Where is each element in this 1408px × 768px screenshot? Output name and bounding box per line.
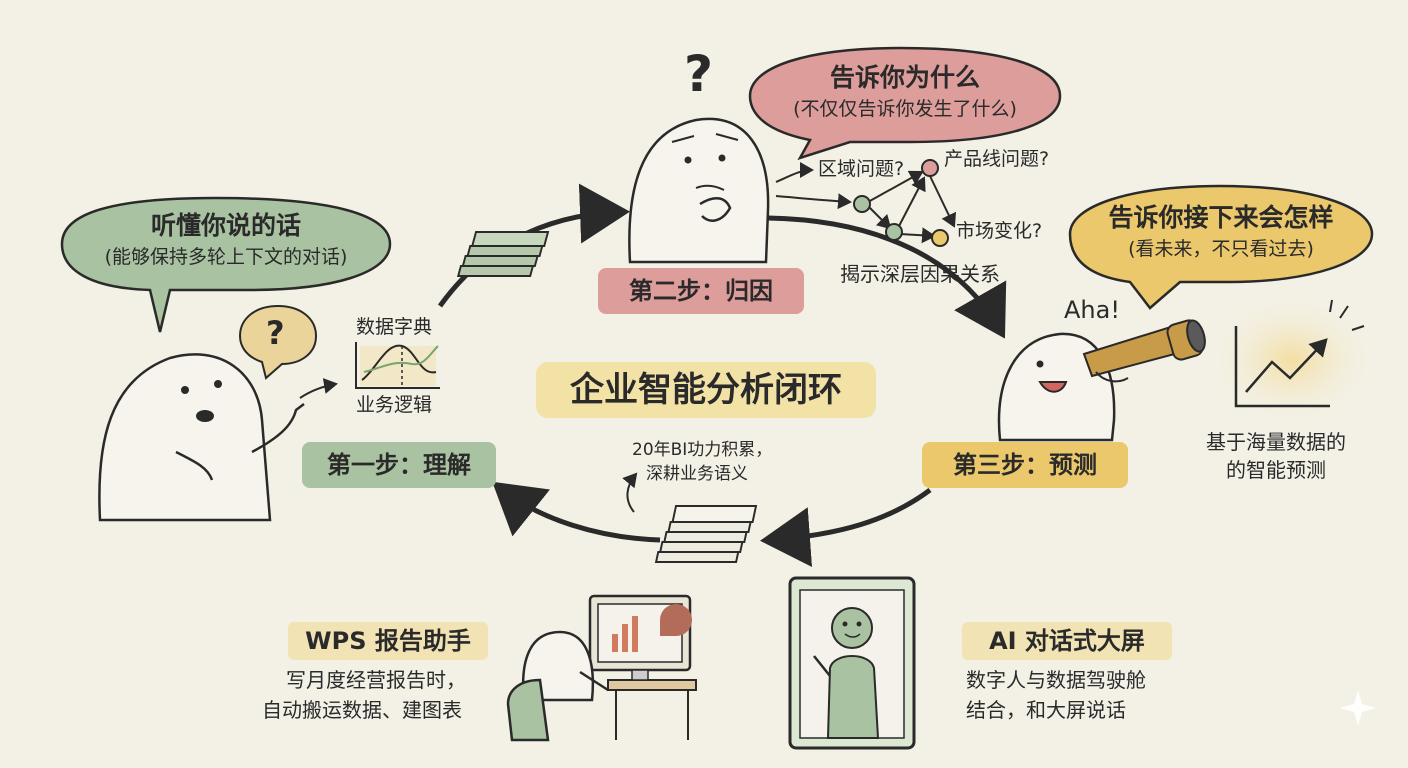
- bubble-understand-main: 听懂你说的话: [150, 211, 301, 240]
- figure-attribution: [628, 117, 770, 264]
- bubble-understand-sub: (能够保持多轮上下文的对话): [104, 246, 348, 268]
- node-market: [931, 229, 949, 247]
- feature-ai-screen-line1: 数字人与数据驾驶舱: [966, 668, 1146, 692]
- label-business-logic: 业务逻辑: [356, 394, 433, 416]
- feature-wps-line1: 写月度经营报告时，: [286, 668, 466, 692]
- mini-chart-business-logic: [355, 342, 440, 389]
- feature-wps-title: WPS 报告助手: [288, 622, 488, 660]
- label-prediction-line1: 基于海量数据的: [1206, 430, 1346, 454]
- bubble-question-small: [238, 304, 318, 380]
- bubble-why-sub: (不仅仅告诉你发生了什么): [793, 98, 1017, 120]
- document-stack-top: [456, 231, 550, 277]
- step-prediction: 第三步：预测: [922, 442, 1128, 488]
- feature-ai-screen-line2: 结合，和大屏说话: [966, 698, 1126, 722]
- label-data-dictionary: 数据字典: [356, 316, 433, 338]
- telescope-icon: [1082, 319, 1206, 383]
- bubble-why: [748, 46, 1062, 161]
- label-causal: 揭示深层因果关系: [840, 262, 1000, 286]
- feature-wps-line2: 自动搬运数据、建图表: [262, 698, 462, 722]
- trend-chart-icon: [1234, 299, 1365, 408]
- bubble-understand-text: 听懂你说的话 (能够保持多轮上下文的对话): [62, 206, 390, 269]
- label-bi-line2: 深耕业务语义: [646, 464, 748, 484]
- label-product-issue: 产品线问题?: [944, 148, 1050, 170]
- label-region-issue: 区域问题?: [818, 158, 905, 180]
- node-product: [921, 159, 939, 177]
- cycle-arrow-bottom-left: [492, 481, 661, 543]
- figure-understand: [98, 353, 305, 522]
- curved-arrow-up: [622, 472, 638, 513]
- cycle-arrow-bottom-right: [760, 487, 932, 568]
- ai-screen-scene: [788, 576, 916, 750]
- bubble-why-main: 告诉你为什么: [829, 63, 980, 92]
- bubble-understand: [60, 196, 392, 333]
- bubble-future-text: 告诉你接下来会怎样 (看未来，不只看过去): [1070, 198, 1372, 261]
- document-stack-bottom: [654, 505, 758, 563]
- computer-scene: [506, 594, 697, 742]
- node-middle: [885, 223, 903, 241]
- question-mark-small: ?: [266, 314, 285, 352]
- step-attribution: 第二步：归因: [598, 268, 804, 314]
- label-bi-line1: 20年BI功力积累，: [632, 440, 773, 460]
- bubble-future-main: 告诉你接下来会怎样: [1108, 203, 1334, 232]
- question-mark-top: ?: [684, 45, 714, 103]
- label-aha: Aha!: [1064, 296, 1120, 324]
- cycle-arrow-right-down: [767, 215, 1007, 339]
- bubble-future: [1068, 184, 1374, 310]
- sparkle-icon: [1340, 690, 1376, 726]
- causal-network: [775, 162, 957, 244]
- feature-ai-screen-title: AI 对话式大屏: [962, 622, 1172, 660]
- main-title: 企业智能分析闭环: [536, 362, 876, 418]
- label-market-change: 市场变化?: [956, 220, 1043, 242]
- node-region: [853, 195, 871, 213]
- bubble-future-sub: (看未来，不只看过去): [1128, 238, 1314, 260]
- step-understand: 第一步：理解: [302, 442, 496, 488]
- label-prediction-line2: 的智能预测: [1226, 458, 1326, 482]
- digital-human-head: [831, 607, 873, 649]
- bubble-why-text: 告诉你为什么 (不仅仅告诉你发生了什么): [750, 58, 1060, 121]
